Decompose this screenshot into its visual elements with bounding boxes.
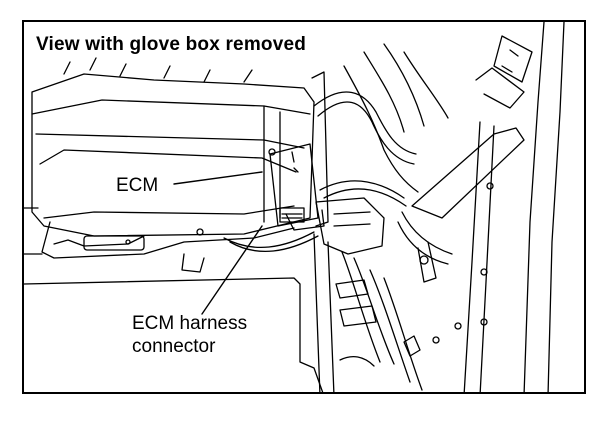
ecm-label: ECM — [116, 174, 159, 197]
harness-leader-line — [201, 225, 263, 315]
leader-lines — [173, 171, 263, 315]
ecm-harness-connector-label: ECM harness connector — [132, 312, 247, 358]
ecm-leader-line — [173, 171, 263, 185]
wiring-harness — [223, 43, 453, 265]
harness-label-line2: connector — [132, 336, 216, 357]
right-dash-structure — [411, 22, 565, 392]
engine-bay-illustration — [24, 22, 565, 392]
diagram-frame: View with glove box removed ECM ECM harn… — [22, 20, 586, 394]
harness-label-line1: ECM harness — [132, 313, 248, 334]
ecm-housing — [24, 57, 315, 273]
diagram-title: View with glove box removed — [34, 34, 309, 56]
mounting-bracket — [268, 71, 329, 231]
lower-console — [24, 233, 462, 392]
